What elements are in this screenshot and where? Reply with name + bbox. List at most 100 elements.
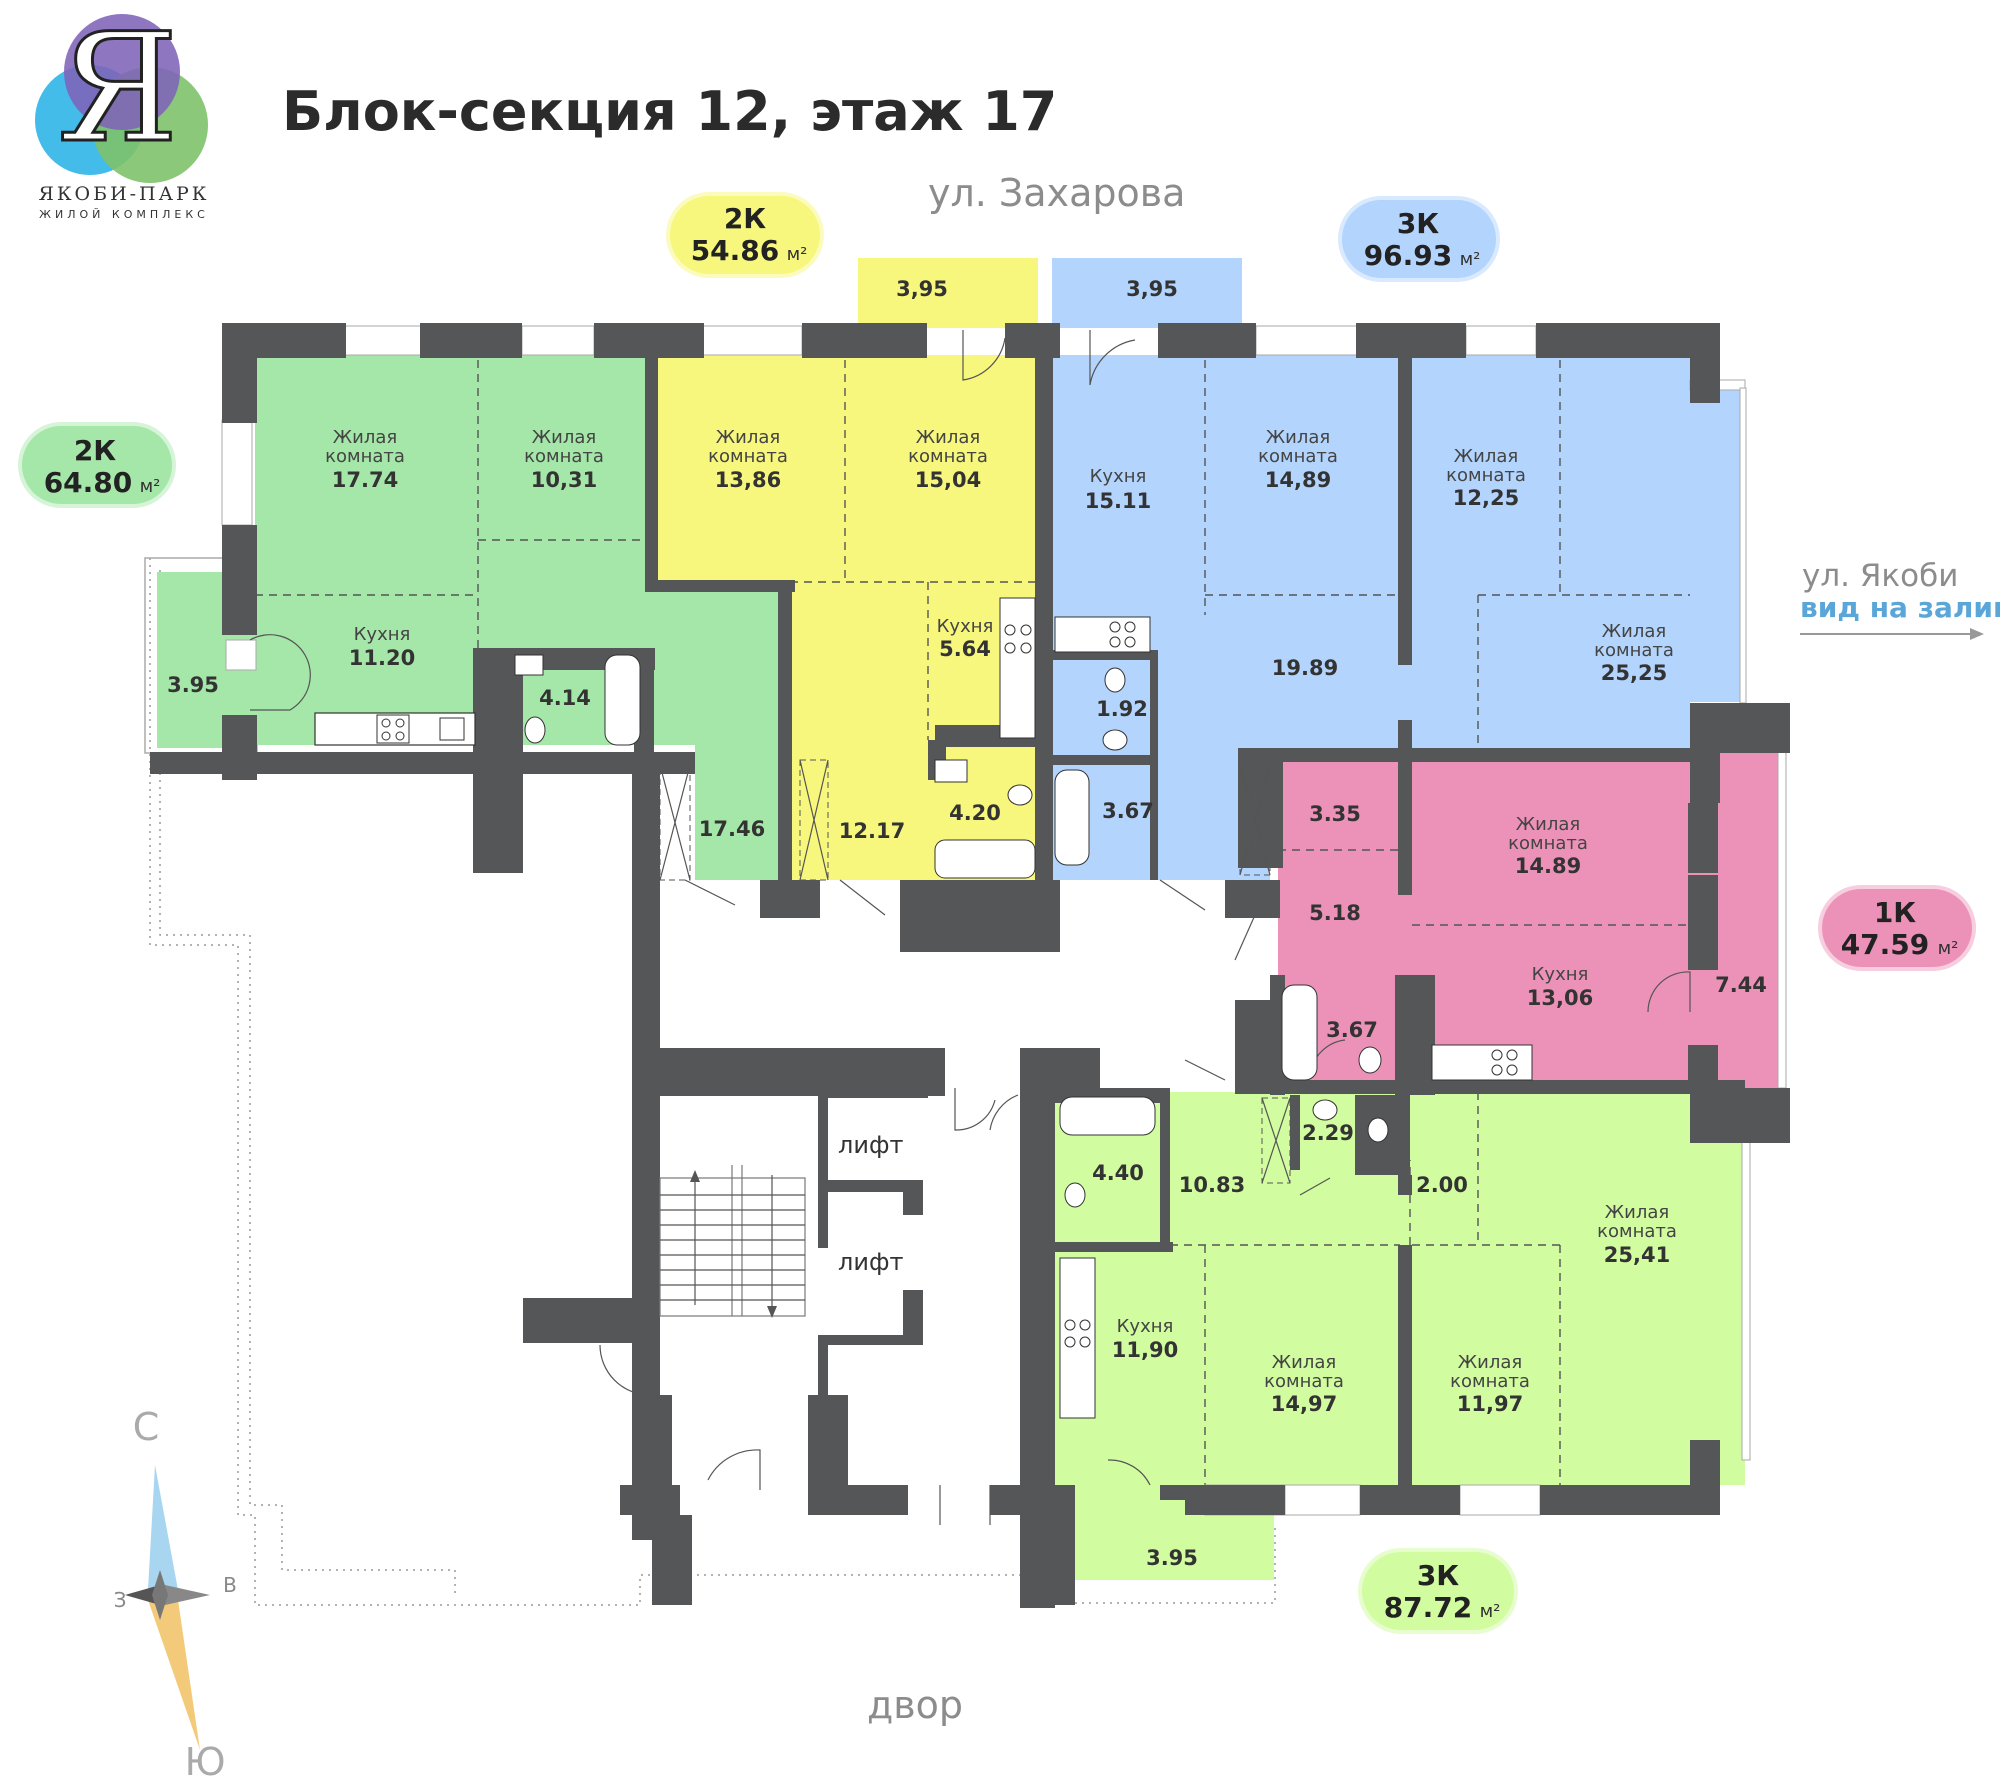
room-area: 25,25 <box>1601 661 1667 685</box>
compass-needle-north <box>148 1465 178 1590</box>
room-label: Жилая <box>1266 427 1330 448</box>
room-label: комната <box>1508 833 1588 854</box>
room-area: 3.95 <box>1146 1546 1198 1570</box>
terrace-outline <box>149 558 1276 1606</box>
compass-east: В <box>223 1573 237 1597</box>
compass-south: Ю <box>184 1740 225 1780</box>
room-area: 3,95 <box>1126 277 1178 301</box>
compass-needle-east <box>165 1585 210 1605</box>
room-area: 15,04 <box>915 468 981 492</box>
washbasin-icon <box>514 654 544 676</box>
room-label: комната <box>1597 1221 1677 1242</box>
room-area: 14,97 <box>1271 1392 1337 1416</box>
room-area: 2.29 <box>1302 1121 1354 1145</box>
street-north: ул. Захарова <box>928 171 1185 215</box>
logo[interactable]: Я ЯКОБИ-ПАРК ЖИЛОЙ КОМПЛЕКС <box>35 1 210 221</box>
room-area: 19.89 <box>1272 656 1338 680</box>
badge-area: 47.59 <box>1841 928 1930 961</box>
room-area: 3.67 <box>1102 799 1154 823</box>
rooms-blue: 3,95 Кухня 15.11 Жилая комната 14,89 Жил… <box>1085 277 1674 823</box>
badge-lightgreen[interactable]: 3К 87.72 м² <box>1358 1548 1518 1634</box>
room-area: 14.89 <box>1515 854 1581 878</box>
badge-type: 2К <box>724 202 766 235</box>
room-area: 4.40 <box>1092 1161 1144 1185</box>
room-area: 25,41 <box>1604 1243 1670 1267</box>
room-area: 13,86 <box>715 468 781 492</box>
compass-west: З <box>114 1588 127 1612</box>
apartment-pink[interactable] <box>1278 748 1778 1088</box>
badge-yellow[interactable]: 2К 54.86 м² <box>666 192 824 278</box>
room-label: Жилая <box>916 427 980 448</box>
room-area: 3,95 <box>896 277 948 301</box>
rooms-green: Жилая комната 17.74 Жилая комната 10,31 … <box>167 427 765 841</box>
badge-unit: м² <box>787 244 808 265</box>
room-area: 12.17 <box>839 819 905 843</box>
room-area: 3.67 <box>1326 1018 1378 1042</box>
terrace-outline-inner <box>159 570 456 1595</box>
room-label: Кухня <box>1532 964 1589 985</box>
logo-circle-purple <box>64 14 180 130</box>
fixtures <box>314 597 1533 1419</box>
room-area: 3.35 <box>1309 802 1361 826</box>
room-area: 11,90 <box>1112 1338 1178 1362</box>
room-dividers <box>255 360 1690 1485</box>
street-east-view: вид на залив <box>1800 591 2000 624</box>
apartment-pink-fill <box>1278 760 1688 1088</box>
room-label: комната <box>1264 1371 1344 1392</box>
sink-icon <box>439 717 465 741</box>
staircase <box>659 1165 806 1318</box>
room-label: Жилая <box>716 427 780 448</box>
apartment-green-fill <box>255 355 780 880</box>
room-label: Жилая <box>333 427 397 448</box>
room-area: 10,31 <box>531 468 597 492</box>
room-area: 3.95 <box>167 673 219 697</box>
bathtub-icon <box>604 654 641 746</box>
east-arrow-head <box>1970 628 1984 640</box>
room-label: Жилая <box>1458 1352 1522 1373</box>
room-area: 14,89 <box>1265 468 1331 492</box>
compass-north: С <box>133 1405 160 1449</box>
room-label: комната <box>1446 465 1526 486</box>
room-label: Жилая <box>1272 1352 1336 1373</box>
rooms-pink: 3.35 5.18 Жилая комната 14.89 Кухня 13,0… <box>1309 802 1767 1042</box>
room-label: Жилая <box>1516 814 1580 835</box>
page-title: Блок-секция 12, этаж 17 <box>282 80 1057 143</box>
room-area: 10.83 <box>1179 1173 1245 1197</box>
room-area: 17.46 <box>699 817 765 841</box>
badge-blue[interactable]: 3К 96.93 м² <box>1338 196 1500 282</box>
rooms-yellow: 3,95 Жилая комната 13,86 Жилая комната 1… <box>708 277 1001 843</box>
badge-unit: м² <box>140 476 161 497</box>
logo-subtitle: ЖИЛОЙ КОМПЛЕКС <box>39 208 209 221</box>
doors <box>249 330 1691 1525</box>
lift-label-1: лифт <box>838 1131 903 1159</box>
badge-green[interactable]: 2К 64.80 м² <box>18 422 176 508</box>
room-area: 4.14 <box>539 686 591 710</box>
badge-area: 87.72 <box>1384 1591 1473 1624</box>
room-label: Жилая <box>1454 446 1518 467</box>
compass-needle-west <box>125 1585 160 1605</box>
room-label: Жилая <box>532 427 596 448</box>
room-area: 11.20 <box>349 646 415 670</box>
badge-area: 64.80 <box>44 466 133 499</box>
logo-letter: Я <box>57 2 178 176</box>
street-east: ул. Якоби <box>1802 558 1958 594</box>
room-area: 5.64 <box>939 637 991 661</box>
lift-label-2: лифт <box>838 1248 903 1276</box>
apartment-blue[interactable] <box>1050 258 1743 880</box>
room-area: 15.11 <box>1085 489 1151 513</box>
badge-type: 3К <box>1397 207 1439 240</box>
compass-needle-south <box>148 1600 200 1750</box>
badge-unit: м² <box>1480 1601 1501 1622</box>
room-label: Жилая <box>1602 621 1666 642</box>
room-label: комната <box>1258 446 1338 467</box>
room-label: Кухня <box>354 624 411 645</box>
room-area: 12,25 <box>1453 486 1519 510</box>
room-area: 17.74 <box>332 468 398 492</box>
badge-unit: м² <box>1460 249 1481 270</box>
badge-area: 54.86 <box>691 234 780 267</box>
room-label: комната <box>524 446 604 467</box>
badge-pink[interactable]: 1К 47.59 м² <box>1818 885 1976 971</box>
room-area: 1.92 <box>1096 697 1148 721</box>
room-label: Кухня <box>937 616 994 637</box>
